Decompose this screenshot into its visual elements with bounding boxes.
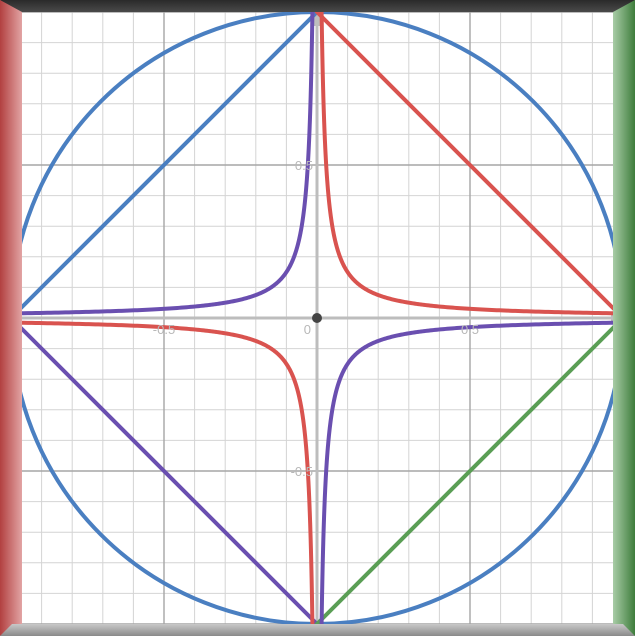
- frame-bottom-bar: [0, 624, 635, 636]
- series-hyperbola-q1: [319, 10, 625, 316]
- frame-right-bar: [613, 0, 635, 636]
- series-hyperbola-q3: [9, 320, 315, 626]
- y-tick-label: 0.5: [295, 158, 313, 173]
- y-tick-label: -0.5: [291, 464, 313, 479]
- series-hyperbola-q2: [9, 10, 315, 316]
- series-segment-1: [9, 10, 319, 320]
- frame-top-bar: [0, 0, 635, 12]
- origin-point: [312, 313, 322, 323]
- series-segment-2: [315, 10, 625, 320]
- series-hyperbola-q4: [319, 320, 625, 626]
- x-tick-label: 0.5: [461, 322, 479, 337]
- tick-labels: -0.5 0.5 0.5 -0.5 0: [153, 158, 479, 479]
- series-segment-4: [315, 316, 625, 626]
- series-group: [9, 10, 625, 626]
- frame-left-bar: [0, 0, 22, 636]
- series-segment-3: [9, 316, 319, 626]
- origin-label: 0: [304, 322, 311, 337]
- x-tick-label: -0.5: [153, 322, 175, 337]
